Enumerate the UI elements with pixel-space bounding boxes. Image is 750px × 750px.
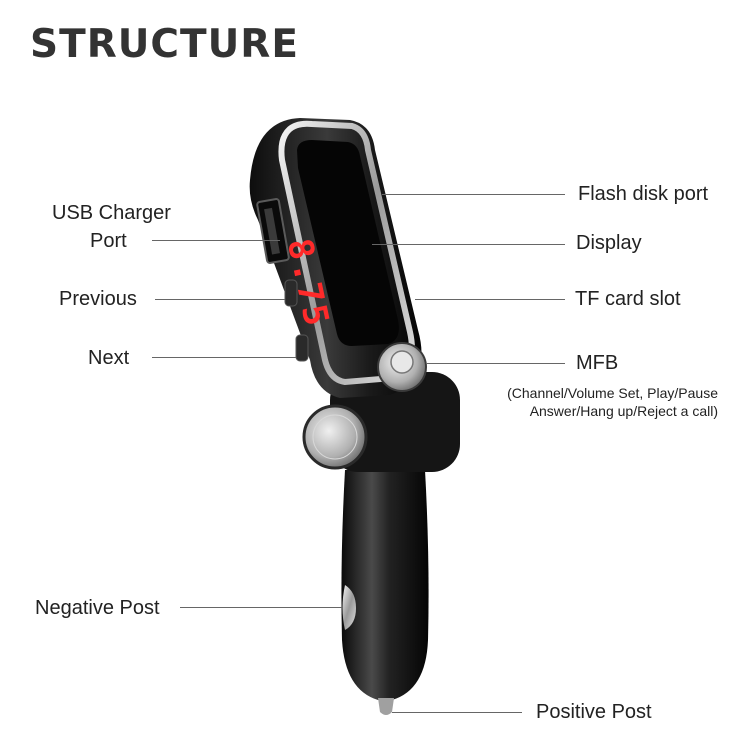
page-title: STRUCTURE — [30, 22, 299, 67]
plug-barrel — [341, 470, 429, 700]
leader-flash-disk-port — [382, 194, 565, 195]
negative-post-clip — [342, 585, 356, 630]
leader-tf-card-slot — [415, 299, 565, 300]
leader-mfb — [426, 363, 565, 364]
leader-usb-charger — [152, 240, 280, 241]
positive-post-tip — [378, 698, 394, 715]
label-next: Next — [88, 347, 130, 369]
label-previous: Previous — [59, 288, 137, 310]
label-positive-post: Positive Post — [536, 701, 652, 723]
leader-previous — [155, 299, 285, 300]
display-panel — [297, 140, 399, 346]
next-button — [295, 334, 309, 362]
label-negative-post: Negative Post — [35, 597, 160, 619]
mfb-note-line2: Answer/Hang up/Reject a call) — [529, 403, 718, 419]
label-usb-charger-port: Port — [90, 230, 127, 252]
leader-positive-post — [392, 712, 522, 713]
label-tf-card-slot: TF card slot — [575, 288, 681, 310]
leader-negative-post — [180, 607, 342, 608]
leader-display — [372, 244, 565, 245]
previous-button — [284, 279, 298, 307]
label-flash-disk-port: Flash disk port — [578, 183, 709, 205]
mfb-note-line1: (Channel/Volume Set, Play/Pause — [507, 385, 718, 401]
leader-next — [152, 357, 296, 358]
label-usb-charger: USB Charger — [52, 202, 171, 224]
label-mfb: MFB — [576, 352, 619, 374]
label-display: Display — [576, 232, 642, 254]
